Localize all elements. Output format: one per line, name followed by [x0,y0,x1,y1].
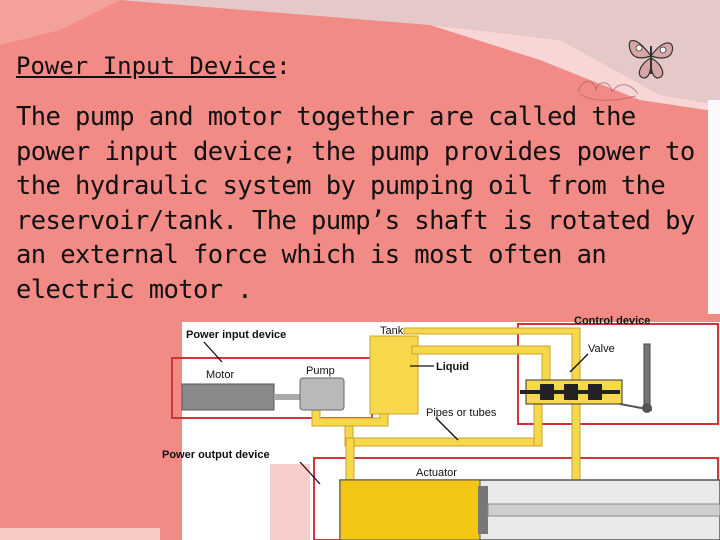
slide-heading: Power Input Device: [16,52,291,80]
heading-suffix: : [276,52,291,80]
label-tank: Tank [380,325,404,337]
hydraulic-diagram: Power input device Tank Control device V… [160,314,720,540]
label-pump: Pump [306,365,335,377]
label-valve: Valve [588,343,615,355]
butterfly-icon [628,39,674,79]
label-power-output-device: Power output device [162,449,270,461]
label-power-input-device: Power input device [186,329,286,341]
butterfly-icon [577,80,639,101]
body-paragraph: The pump and motor together are called t… [16,102,695,305]
label-control-device: Control device [574,315,650,327]
label-pipes-or-tubes: Pipes or tubes [426,407,497,419]
heading-label: Power Input Device [16,52,277,80]
control-device-frame [517,323,719,425]
pump [299,377,345,411]
label-motor: Motor [206,369,234,381]
label-actuator: Actuator [416,467,457,479]
label-liquid: Liquid [436,361,469,373]
motor [181,383,275,411]
tank [369,335,419,415]
